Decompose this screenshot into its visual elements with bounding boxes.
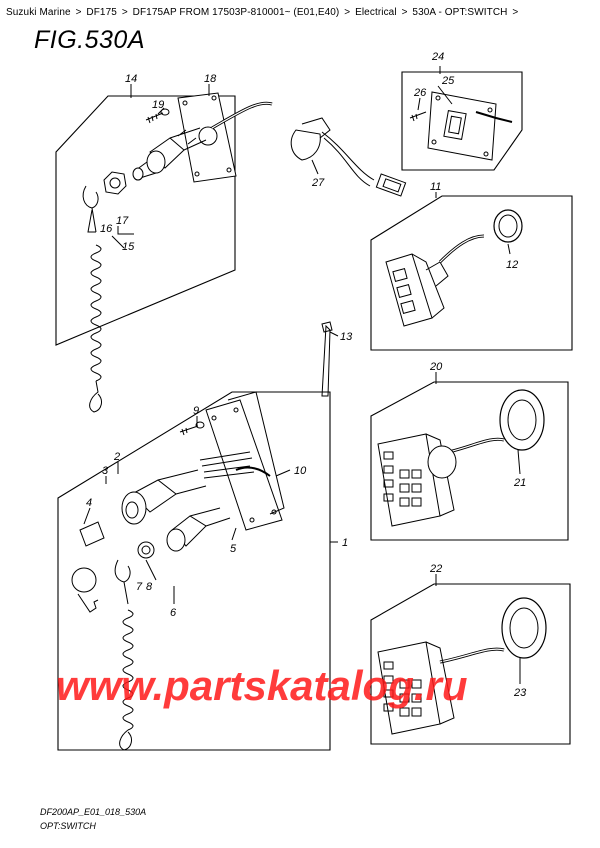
group-panel-11 (370, 195, 573, 351)
bezel-ring-21 (499, 389, 545, 451)
watermark-text: www.partskatalog.ru (56, 662, 468, 709)
callout-19: 19 (152, 99, 164, 111)
breadcrumb-item-section[interactable]: 530A - OPT:SWITCH (412, 7, 508, 18)
callout-2: 2 (113, 451, 120, 463)
figure-subtitle: OPT:SWITCH (40, 821, 96, 831)
callout-4: 4 (86, 497, 92, 509)
figure-title: FIG.530A (34, 26, 145, 54)
callout-25: 25 (441, 75, 455, 87)
panel-switch-11 (385, 253, 433, 327)
group-panel-22 (370, 583, 571, 745)
callout-27: 27 (311, 177, 325, 189)
nut-8 (137, 541, 155, 559)
bracket-10 (227, 391, 285, 515)
callout-12: 12 (506, 259, 518, 271)
breadcrumb-separator: > (344, 7, 351, 18)
breadcrumb: Suzuki Marine > DF175 > DF175AP FROM 175… (6, 7, 520, 18)
callout-15: 15 (122, 241, 135, 253)
breadcrumb-separator: > (401, 7, 408, 18)
screw-9 (179, 425, 199, 436)
callout-7: 7 (136, 581, 143, 593)
clip-16 (82, 185, 99, 233)
callout-9: 9 (193, 405, 199, 417)
callout-24: 24 (431, 51, 444, 63)
breadcrumb-item-suzuki-marine[interactable]: Suzuki Marine (6, 7, 71, 18)
breadcrumb-item-variant[interactable]: DF175AP FROM 17503P-810001~ (E01,E40) (132, 7, 340, 18)
group-panel-24 (401, 71, 523, 171)
breadcrumb-separator: > (512, 7, 519, 18)
callout-6: 6 (170, 607, 177, 619)
connector-27 (290, 129, 321, 161)
callout-22: 22 (429, 563, 442, 575)
callout-labels: 14 18 19 17 16 15 24 25 26 27 11 12 13 2… (86, 51, 527, 699)
group-panel-20 (370, 381, 569, 541)
screw-26 (409, 111, 427, 122)
nut-17 (103, 171, 127, 195)
key-4 (79, 521, 105, 547)
callout-8: 8 (146, 581, 153, 593)
lanyard-coil-7 (122, 609, 134, 731)
callout-20: 20 (429, 361, 443, 373)
breadcrumb-item-category[interactable]: Electrical (355, 7, 397, 18)
callout-5: 5 (230, 543, 237, 555)
group-panel-1 (57, 391, 331, 751)
cable-tie-13 (321, 324, 331, 397)
callout-18: 18 (204, 73, 217, 85)
breadcrumb-item-model[interactable]: DF175 (86, 7, 117, 18)
lanyard-coil-15 (90, 244, 102, 382)
breadcrumb-separator: > (75, 7, 82, 18)
callout-14: 14 (125, 73, 137, 85)
callout-11: 11 (430, 181, 441, 193)
callout-26: 26 (413, 87, 427, 99)
callout-21: 21 (513, 477, 526, 489)
callout-16: 16 (100, 223, 113, 235)
bezel-ring-12 (493, 209, 523, 243)
mount-plate-18 (177, 92, 237, 183)
screw-19 (145, 112, 164, 124)
mount-plate-5 (205, 399, 283, 531)
figure-code: DF200AP_E01_018_530A (40, 807, 147, 817)
callout-17: 17 (116, 215, 129, 227)
callout-3: 3 (102, 465, 109, 477)
callout-23: 23 (513, 687, 527, 699)
bezel-ring-23 (501, 597, 547, 659)
callout-13: 13 (340, 331, 353, 343)
breadcrumb-separator: > (121, 7, 128, 18)
callout-10: 10 (294, 465, 307, 477)
callout-1: 1 (342, 537, 348, 549)
